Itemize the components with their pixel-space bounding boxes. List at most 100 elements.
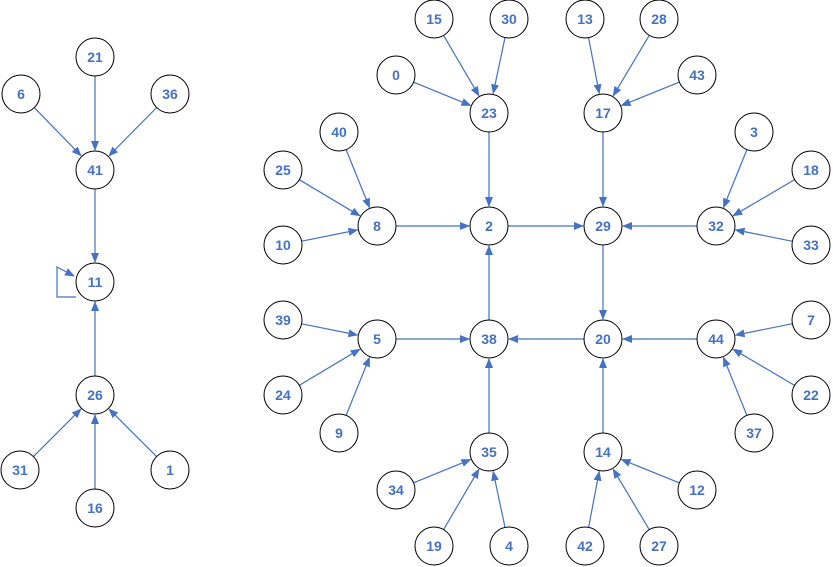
- node-circle: [489, 526, 529, 566]
- node-circle: [696, 206, 736, 246]
- node-33: 33: [791, 225, 831, 265]
- node-circle: [565, 526, 605, 566]
- node-label: 16: [87, 500, 103, 516]
- edge-15-to-23: [443, 35, 480, 97]
- node-circle: [150, 450, 190, 490]
- node-circle: [791, 225, 831, 265]
- node-circle: [791, 150, 831, 190]
- node-circle: [0, 450, 40, 490]
- node-circle: [414, 526, 454, 566]
- node-circle: [75, 488, 115, 528]
- node-label: 25: [275, 162, 291, 178]
- node-circle: [1, 74, 41, 114]
- node-label: 34: [388, 482, 404, 498]
- node-circle: [469, 432, 509, 472]
- node-label: 44: [708, 331, 724, 347]
- node-10: 10: [263, 225, 303, 265]
- edge-34-to-35: [413, 459, 472, 484]
- node-40: 40: [319, 112, 359, 152]
- node-9: 9: [319, 413, 359, 453]
- node-circle: [469, 93, 509, 133]
- node-circle: [319, 112, 359, 152]
- node-circle: [677, 55, 717, 95]
- node-circle: [791, 300, 831, 340]
- edge-31-to-26: [32, 408, 82, 458]
- edge-24-to-5: [298, 348, 361, 386]
- edge-42-to-14: [588, 470, 602, 528]
- node-circle: [357, 319, 397, 359]
- node-circle: [696, 319, 736, 359]
- node-circle: [75, 37, 115, 77]
- edge-39-to-5: [301, 323, 359, 338]
- node-14: 14: [583, 432, 623, 472]
- node-label: 28: [651, 11, 667, 27]
- node-23: 23: [469, 93, 509, 133]
- edge-19-to-35: [443, 468, 480, 530]
- node-label: 27: [651, 538, 667, 554]
- node-circle: [734, 112, 774, 152]
- node-label: 12: [689, 482, 705, 498]
- node-2: 2: [469, 206, 509, 246]
- edge-30-to-23: [491, 37, 506, 95]
- edge-3-to-32: [722, 149, 748, 209]
- node-label: 18: [803, 162, 819, 178]
- node-24: 24: [263, 375, 303, 415]
- node-28: 28: [639, 0, 679, 39]
- node-39: 39: [263, 300, 303, 340]
- node-41: 41: [75, 150, 115, 190]
- edge-1-to-26: [108, 408, 158, 458]
- node-circle: [263, 225, 303, 265]
- node-label: 9: [335, 425, 343, 441]
- node-label: 6: [17, 86, 25, 102]
- node-circle: [469, 206, 509, 246]
- node-18: 18: [791, 150, 831, 190]
- node-label: 10: [275, 237, 291, 253]
- node-15: 15: [414, 0, 454, 39]
- node-label: 15: [426, 11, 442, 27]
- edge-40-to-8: [345, 149, 371, 209]
- node-label: 36: [162, 86, 178, 102]
- node-label: 39: [275, 312, 291, 328]
- node-circle: [357, 206, 397, 246]
- node-37: 37: [734, 413, 774, 453]
- node-1: 1: [150, 450, 190, 490]
- node-label: 20: [595, 331, 611, 347]
- edge-13-to-17: [588, 37, 602, 95]
- node-circle: [489, 0, 529, 39]
- node-circle: [263, 300, 303, 340]
- node-3: 3: [734, 112, 774, 152]
- node-31: 31: [0, 450, 40, 490]
- edge-18-to-32: [732, 179, 795, 217]
- edge-37-to-44: [722, 356, 748, 416]
- node-label: 2: [485, 218, 493, 234]
- node-7: 7: [791, 300, 831, 340]
- node-label: 23: [481, 105, 497, 121]
- node-circle: [319, 413, 359, 453]
- node-label: 5: [373, 331, 381, 347]
- node-43: 43: [677, 55, 717, 95]
- node-circle: [150, 74, 190, 114]
- node-4: 4: [489, 526, 529, 566]
- node-0: 0: [376, 55, 416, 95]
- node-label: 21: [87, 49, 103, 65]
- node-label: 26: [87, 387, 103, 403]
- node-label: 3: [750, 124, 758, 140]
- edge-36-to-41: [108, 107, 158, 157]
- node-label: 13: [577, 11, 593, 27]
- node-circle: [791, 375, 831, 415]
- node-label: 19: [426, 538, 442, 554]
- node-12: 12: [677, 470, 717, 510]
- node-label: 40: [331, 124, 347, 140]
- node-label: 14: [595, 444, 611, 460]
- node-circle: [469, 319, 509, 359]
- node-21: 21: [75, 37, 115, 77]
- node-circle: [75, 375, 115, 415]
- node-8: 8: [357, 206, 397, 246]
- node-38: 38: [469, 319, 509, 359]
- node-circle: [583, 432, 623, 472]
- node-label: 35: [481, 444, 497, 460]
- edges-layer: [32, 34, 795, 531]
- edge-25-to-8: [298, 179, 361, 217]
